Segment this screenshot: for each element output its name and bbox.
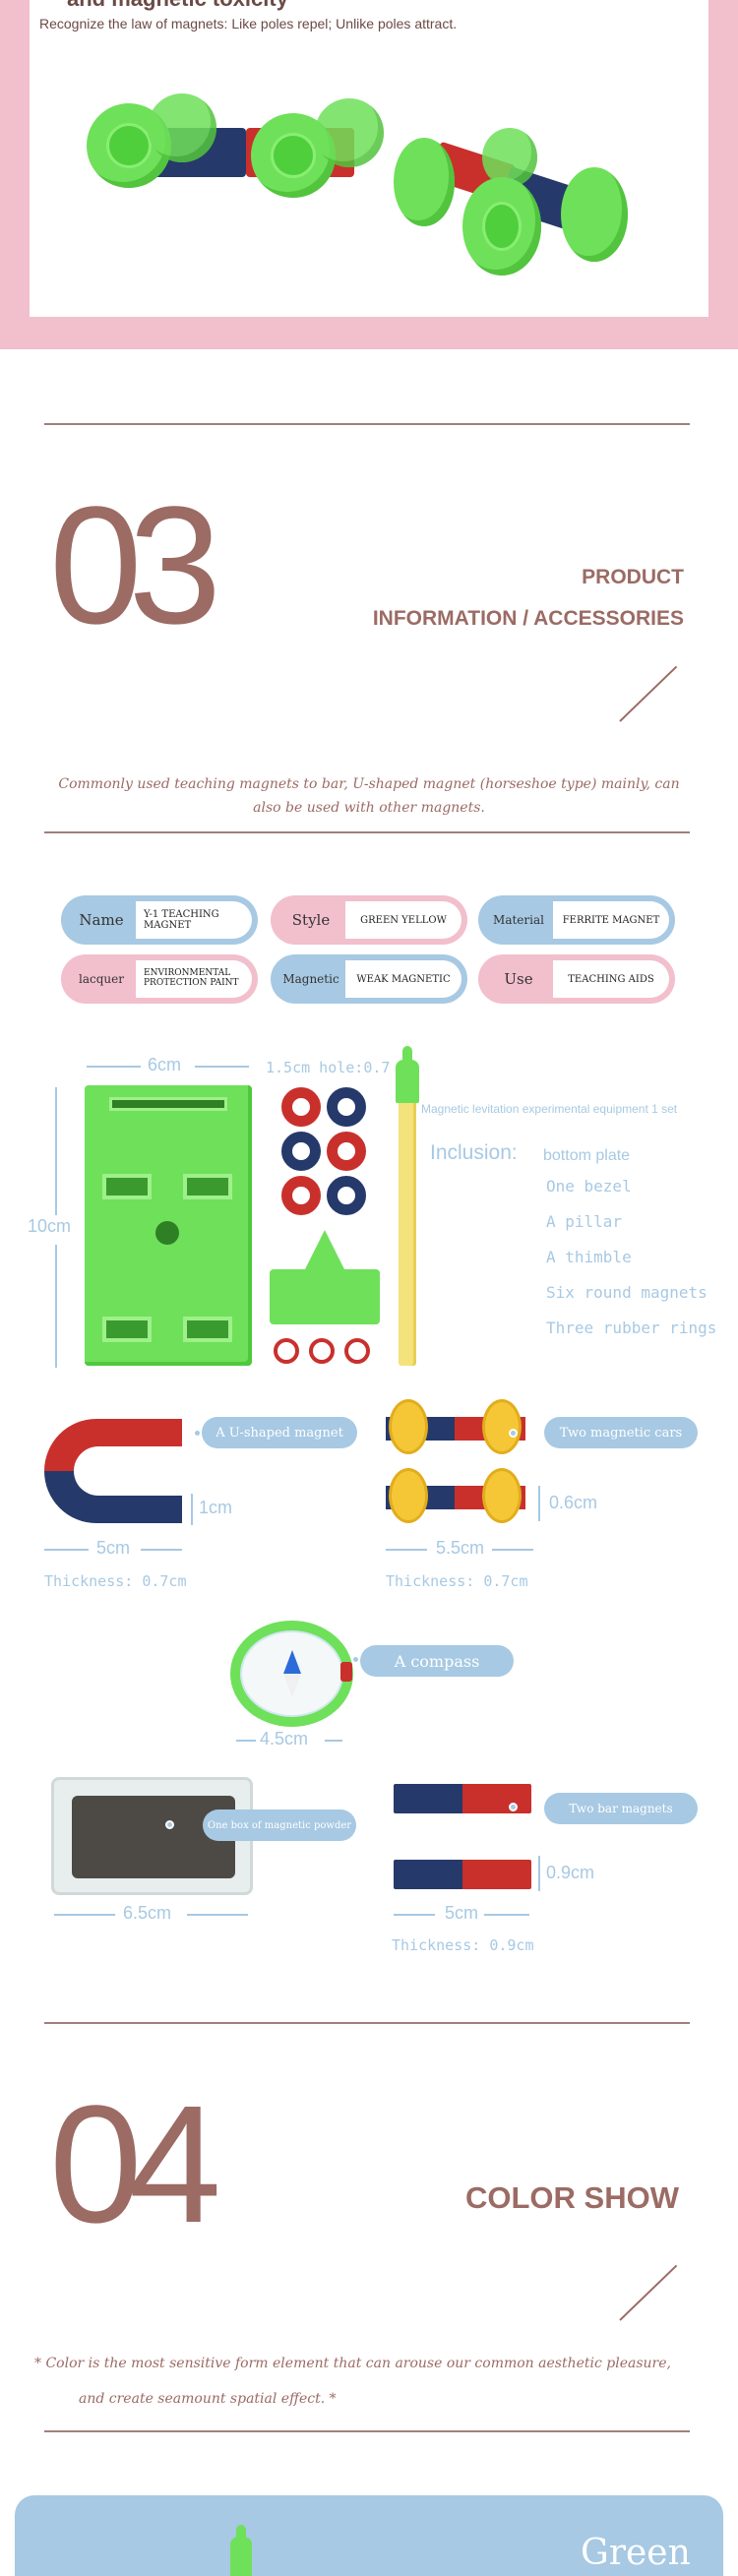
spec-label: Magnetic (282, 972, 339, 986)
bezel (270, 1230, 380, 1324)
set-label: Magnetic levitation experimental equipme… (421, 1102, 678, 1116)
top-caption: Recognize the law of magnets: Like poles… (39, 16, 458, 31)
spec-pill-magnetic: Magnetic WEAK MAGNETIC (271, 954, 467, 1004)
section-title-04: COLOR SHOW (465, 2180, 679, 2215)
spec-pill-use: Use TEACHING AIDS (478, 954, 675, 1004)
spec-pill-style: Style GREEN YELLOW (271, 895, 467, 945)
plate-height-label: 10cm (28, 1216, 72, 1236)
cars-thickness: Thickness: 0.7cm (386, 1572, 528, 1590)
inclusion-item: One bezel (546, 1177, 632, 1196)
inclusion-item: A thimble (546, 1248, 632, 1266)
spec-value: ENVIRONMENTAL PROTECTION PAINT (136, 960, 252, 998)
spec-pill-material: Material FERRITE MAGNET (478, 895, 675, 945)
dim-line-plate-height-bottom (55, 1245, 57, 1368)
bars-width: 5cm (445, 1903, 479, 1923)
bars-height: 0.9cm (546, 1863, 595, 1882)
section-number-03: 03 (49, 472, 221, 659)
inclusion-item: A pillar (546, 1212, 623, 1231)
dim-line (394, 1914, 435, 1916)
magnetic-car-left (79, 89, 394, 216)
compass (230, 1621, 358, 1727)
u-magnet-thickness: Thickness: 0.7cm (44, 1572, 187, 1590)
magnetic-cars (384, 1397, 531, 1535)
dim-line (492, 1549, 533, 1551)
dim-line (191, 1494, 193, 1525)
u-magnet-width: 5cm (96, 1538, 131, 1558)
spec-pill-name: Name Y-1 TEACHING MAGNET (61, 895, 258, 945)
round-magnets (281, 1087, 370, 1220)
dim-line (236, 1740, 256, 1742)
u-magnet-height: 1cm (199, 1498, 233, 1517)
pillar (394, 1046, 421, 1366)
pointer-dot (509, 1429, 518, 1438)
dim-line (386, 1549, 427, 1551)
dim-line-plate-height-top (55, 1087, 57, 1215)
pointer-dot (165, 1820, 174, 1829)
bars-tag: Two bar magnets (544, 1793, 698, 1824)
bar-magnet-top (394, 1784, 531, 1813)
spec-value: WEAK MAGNETIC (345, 960, 461, 998)
pointer-dot (351, 1655, 360, 1664)
dim-line (141, 1549, 182, 1551)
dim-line (484, 1914, 529, 1916)
dim-line (538, 1856, 540, 1891)
plate-width-label: 6cm (148, 1055, 182, 1074)
spec-label: Material (493, 913, 544, 927)
divider-bottom-03 (44, 831, 690, 833)
section-number-04: 04 (49, 2071, 221, 2258)
pointer-dot (193, 1429, 202, 1438)
bottom-plate (85, 1085, 252, 1366)
spec-label: Name (79, 911, 124, 929)
magnetic-car-right (394, 128, 640, 285)
cars-width: 5.5cm (436, 1538, 485, 1558)
inclusion-item: Six round magnets (546, 1283, 707, 1302)
dim-line (187, 1914, 248, 1916)
inclusion-item: Three rubber rings (546, 1319, 717, 1337)
section-note-03: Commonly used teaching magnets to bar, U… (58, 776, 680, 816)
section-note-04-line2: and create seamount spatial effect. * (79, 2391, 337, 2407)
ring-size-label: 1.5cm hole:0.7 (266, 1059, 391, 1076)
powder-width: 6.5cm (123, 1903, 172, 1923)
spec-label: Style (291, 911, 331, 929)
top-heading: and magnetic toxicity (67, 0, 288, 12)
inclusion-label: Inclusion: (430, 1141, 518, 1164)
dim-line-plate-width-right (195, 1066, 249, 1068)
spec-value: TEACHING AIDS (553, 960, 669, 998)
rubber-rings (274, 1338, 372, 1366)
spec-label: lacquer (79, 972, 124, 986)
cars-tag: Two magnetic cars (544, 1417, 698, 1448)
divider-top-03 (44, 423, 690, 425)
dim-line-plate-width-left (87, 1066, 141, 1068)
u-magnet-tag: A U-shaped magnet (202, 1417, 357, 1448)
dim-line (44, 1549, 89, 1551)
divider-top-04 (44, 2022, 690, 2024)
section-title-03-line1: PRODUCT (582, 566, 684, 588)
spec-value: Y-1 TEACHING MAGNET (136, 901, 252, 939)
pointer-dot (509, 1803, 518, 1811)
u-shaped-magnet (44, 1419, 182, 1523)
section-title-03-line2: INFORMATION / ACCESSORIES (372, 607, 684, 630)
color-card-label: Green (581, 2533, 691, 2573)
pillar-preview (229, 2525, 253, 2576)
compass-tag: A compass (360, 1645, 514, 1677)
bar-magnet-bottom (394, 1860, 531, 1889)
dim-line (54, 1914, 115, 1916)
inclusion-item: bottom plate (543, 1147, 631, 1164)
dim-line (538, 1486, 540, 1521)
section-note-04-line1: * Color is the most sensitive form eleme… (34, 2356, 671, 2371)
spec-label: Use (504, 970, 533, 988)
bars-thickness: Thickness: 0.9cm (392, 1936, 534, 1954)
decorative-slash-04 (619, 2264, 678, 2321)
color-card-green (15, 2495, 723, 2576)
compass-width: 4.5cm (260, 1729, 309, 1748)
dim-line (325, 1740, 342, 1742)
spec-value: FERRITE MAGNET (553, 901, 669, 939)
divider-bottom-04 (44, 2430, 690, 2432)
spec-pill-lacquer: lacquer ENVIRONMENTAL PROTECTION PAINT (61, 954, 258, 1004)
powder-tag: One box of magnetic powder (203, 1809, 356, 1841)
cars-height: 0.6cm (549, 1493, 598, 1512)
spec-value: GREEN YELLOW (345, 901, 461, 939)
decorative-slash-03 (619, 665, 678, 722)
